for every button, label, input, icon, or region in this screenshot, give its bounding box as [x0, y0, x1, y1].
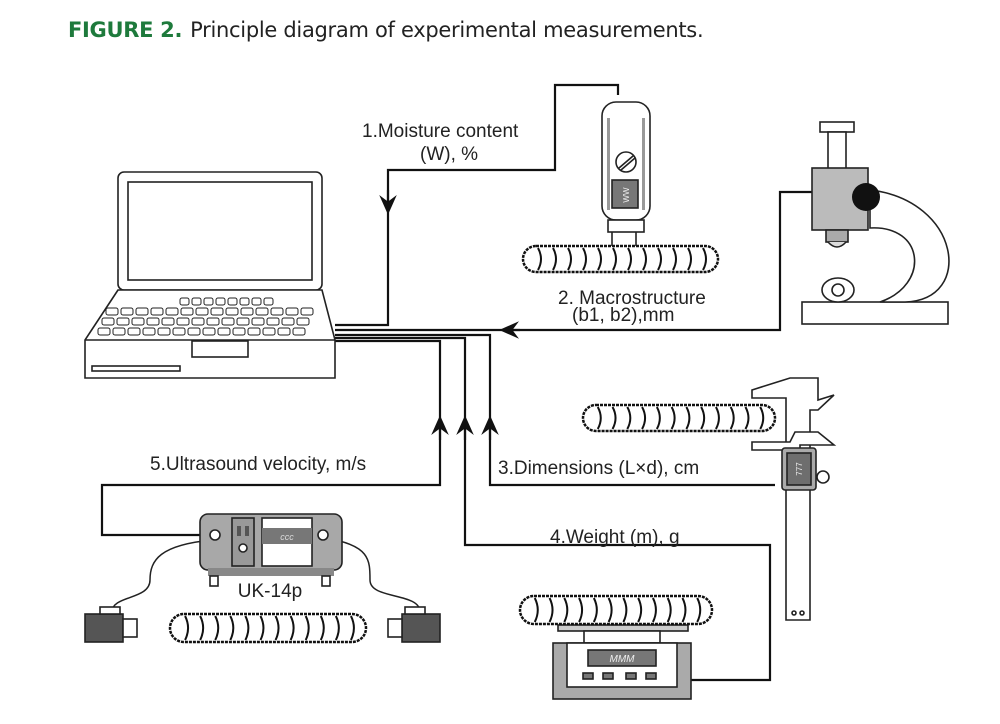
- wood-sample: [168, 612, 368, 644]
- ultrasound-screen-text: ccc: [280, 532, 294, 542]
- wood-sample: [581, 403, 777, 433]
- transducer-left: [84, 606, 138, 643]
- label-ultrasound: 5.Ultrasound velocity, m/s: [150, 454, 366, 475]
- wires: [100, 83, 812, 682]
- moisture-screen-text: WW: [622, 187, 631, 203]
- wood-sample: [518, 594, 714, 626]
- scale-screen-text: MMM: [610, 654, 636, 665]
- ultrasound-device: ccc UK-14p: [199, 513, 343, 602]
- figure-title: Principle diagram of experimental measur…: [190, 18, 704, 42]
- label-macrostructure-unit: (b1, b2),mm: [572, 305, 674, 326]
- figure-label: FIGURE 2.: [68, 18, 183, 42]
- samples: [168, 244, 777, 644]
- figure-caption: FIGURE 2. Principle diagram of experiment…: [68, 18, 704, 42]
- label-moisture-content: 1.Moisture content: [362, 121, 519, 142]
- laptop: [84, 171, 336, 379]
- weighing-scale: MMM: [552, 624, 692, 700]
- label-weight: 4.Weight (m), g: [550, 527, 680, 548]
- label-dimensions: 3.Dimensions (L×d), cm: [498, 458, 699, 479]
- moisture-meter: WW: [601, 101, 651, 248]
- caliper: 777: [751, 377, 837, 621]
- label-macrostructure: 2. Macrostructure: [558, 288, 706, 309]
- microscope: [801, 121, 950, 325]
- device-label: UK-14p: [238, 581, 302, 602]
- caliper-screen-text: 777: [795, 462, 804, 476]
- label-moisture-unit: (W), %: [420, 144, 478, 165]
- wood-sample: [521, 244, 720, 274]
- transducer-right: [387, 606, 441, 643]
